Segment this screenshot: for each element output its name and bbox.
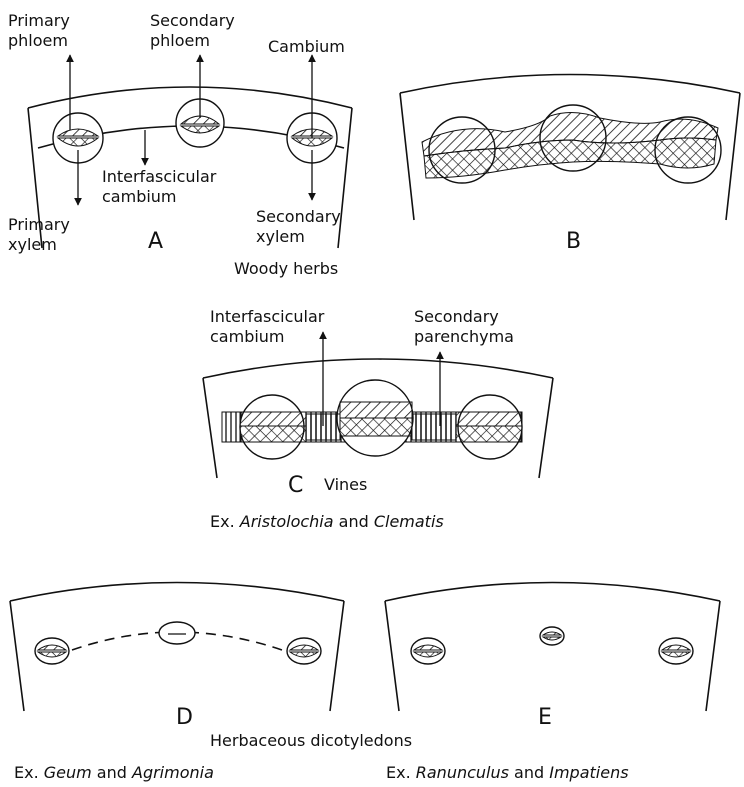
panel-c-letter: C bbox=[288, 473, 303, 498]
panel-a: Primary phloem Secondary phloem Cambium … bbox=[8, 11, 352, 278]
panel-c-xylem-3 bbox=[456, 426, 522, 442]
panel-c-xylem-1 bbox=[240, 426, 306, 442]
caption-herbaceous-dicotyledons: Herbaceous dicotyledons bbox=[210, 731, 412, 750]
panel-d-bundle-2 bbox=[287, 638, 321, 664]
panel-e-bundle-1 bbox=[411, 638, 445, 664]
panel-e: E Ex. Ranunculus and Impatiens bbox=[385, 583, 720, 783]
label-primary-phloem: Primary phloem bbox=[8, 11, 75, 50]
panel-e-bundle-2 bbox=[659, 638, 693, 664]
panel-d-bundle-1 bbox=[35, 638, 69, 664]
panel-e-bundle-small bbox=[540, 627, 564, 645]
label-secondary-xylem: Secondary xylem bbox=[256, 207, 346, 246]
label-c-interfascicular-cambium: Interfascicular cambium bbox=[210, 307, 329, 346]
example-d: Ex. Geum and Agrimonia bbox=[14, 763, 214, 782]
panel-c: Interfascicular cambium Secondary parenc… bbox=[203, 307, 553, 531]
caption-woody-herbs: Woody herbs bbox=[234, 259, 338, 278]
panel-c-interfascicular-band-b bbox=[412, 414, 456, 440]
example-e: Ex. Ranunculus and Impatiens bbox=[386, 763, 629, 782]
label-interfascicular-cambium: Interfascicular cambium bbox=[102, 167, 221, 206]
label-c-secondary-parenchyma: Secondary parenchyma bbox=[414, 307, 514, 346]
label-primary-xylem: Primary xylem bbox=[8, 215, 75, 254]
label-cambium: Cambium bbox=[268, 37, 345, 56]
panel-d-bundle-small bbox=[159, 622, 195, 644]
panel-d-letter: D bbox=[176, 705, 193, 730]
panel-e-letter: E bbox=[538, 705, 552, 730]
panel-c-phloem-3 bbox=[456, 412, 522, 426]
panel-c-xylem-2 bbox=[340, 418, 412, 436]
label-secondary-phloem: Secondary phloem bbox=[150, 11, 240, 50]
example-c: Ex. Aristolochia and Clematis bbox=[210, 512, 444, 531]
panel-b: B bbox=[400, 75, 740, 255]
panel-a-letter: A bbox=[148, 229, 163, 254]
panel-d: D Ex. Geum and Agrimonia bbox=[10, 583, 344, 783]
caption-vines: Vines bbox=[324, 475, 367, 494]
panel-c-phloem-1 bbox=[240, 412, 306, 426]
panel-c-phloem-2 bbox=[340, 402, 412, 418]
panel-b-letter: B bbox=[566, 229, 581, 254]
